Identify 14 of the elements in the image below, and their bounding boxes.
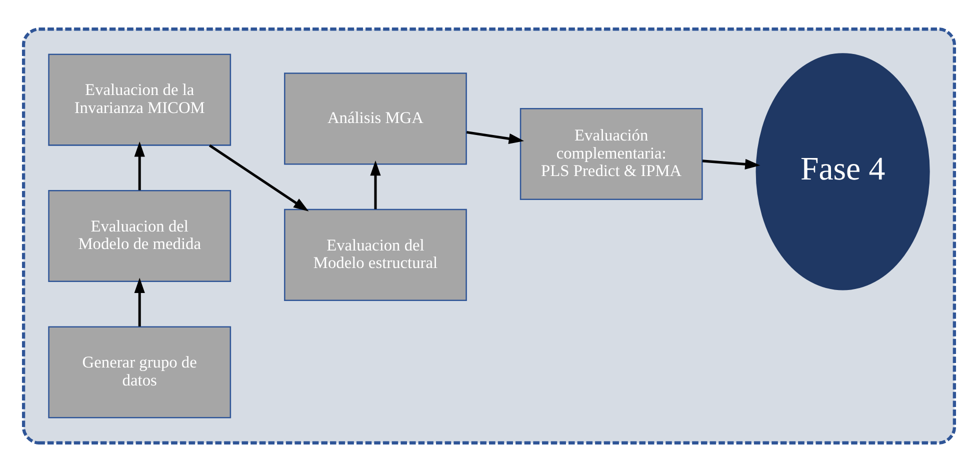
- arrow: [208, 144, 309, 212]
- arrow: [370, 160, 381, 210]
- cluster: [22, 28, 956, 444]
- node-box: Evaluacion del Modelo estructural: [284, 208, 467, 301]
- node-box: Evaluacion de la Invarianza MICOM: [48, 54, 232, 146]
- node-box: Evaluacion del Modelo de medida: [48, 190, 232, 282]
- arrow: [466, 131, 524, 144]
- node-ellipse: Fase 4: [756, 53, 930, 290]
- arrow: [134, 278, 145, 326]
- node-box: Análisis MGA: [284, 72, 467, 165]
- arrow: [702, 158, 760, 170]
- node-box: Generar grupo de datos: [48, 326, 232, 418]
- arrow: [134, 142, 145, 190]
- node-box: Evaluación complementaria: PLS Predict & IPMA: [520, 108, 703, 200]
